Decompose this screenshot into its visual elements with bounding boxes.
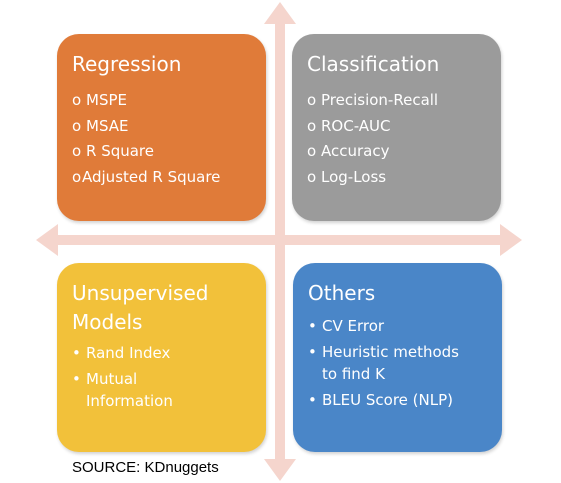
others-title: Others	[308, 281, 376, 305]
bullet-marker: o	[72, 91, 82, 109]
unsupervised-metric-list: •Rand Index •Mutual Information	[72, 342, 173, 416]
list-item: •Rand Index	[72, 344, 171, 362]
bullet-marker: o	[307, 91, 317, 109]
others-box: Others •CV Error •Heuristic methods to f…	[293, 263, 502, 452]
list-item: •BLEU Score (NLP)	[308, 391, 453, 409]
bullet-marker: o	[307, 167, 317, 186]
list-item: •Heuristic methods to find K	[308, 343, 459, 383]
bullet-marker: o	[72, 142, 82, 160]
bullet-marker: o	[307, 142, 317, 160]
bullet-marker: o	[72, 167, 82, 186]
classification-title: Classification	[307, 52, 440, 76]
bullet-marker: •	[308, 343, 317, 361]
list-item: •Mutual Information	[72, 370, 173, 410]
unsupervised-models-title: Unsupervised Models	[72, 281, 209, 334]
unsupervised-models-box: Unsupervised Models •Rand Index •Mutual …	[57, 263, 266, 452]
others-metric-list: •CV Error •Heuristic methods to find K •…	[308, 315, 459, 415]
list-item: oAdjusted R Square	[72, 165, 220, 191]
bullet-marker: •	[72, 344, 81, 362]
bullet-marker: •	[72, 370, 81, 388]
list-item: •CV Error	[308, 317, 385, 335]
bullet-marker: o	[307, 116, 317, 135]
source-caption: SOURCE: KDnuggets	[72, 459, 219, 476]
bullet-marker: •	[308, 391, 317, 409]
bullet-marker: o	[72, 116, 82, 135]
horizontal-arrow	[36, 224, 522, 256]
bullet-marker: •	[308, 317, 317, 335]
regression-title: Regression	[72, 52, 182, 76]
